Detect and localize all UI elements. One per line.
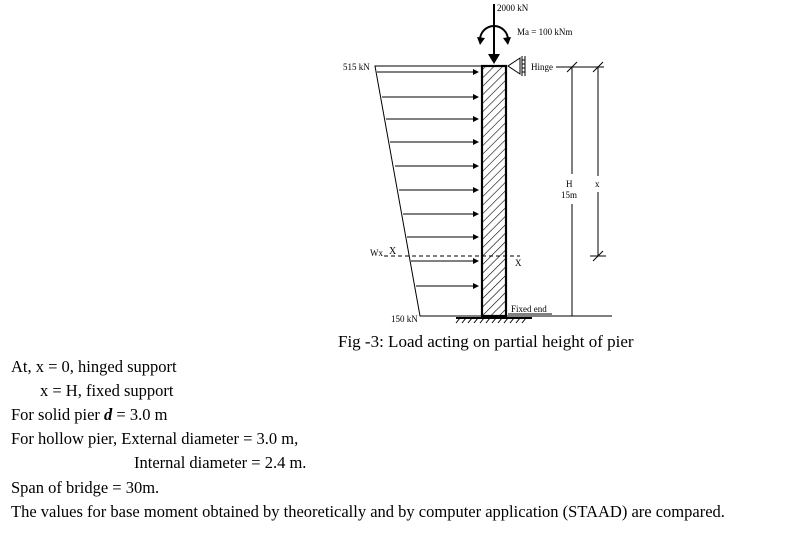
text-line-comparison: The values for base moment obtained by t… — [11, 502, 725, 521]
pier-column — [480, 64, 508, 318]
fixed-base-ground — [455, 317, 532, 324]
solid-pier-value: = 3.0 m — [116, 405, 168, 424]
section-x-left-label: X — [389, 246, 397, 257]
dimension-x — [590, 61, 606, 262]
fixed-end-label: Fixed end — [511, 304, 547, 314]
moment-arrow — [477, 25, 511, 45]
text-line-hollow-external: For hollow pier, External diameter = 3.0… — [11, 429, 299, 448]
text-line-hinged: At, x = 0, hinged support — [11, 357, 177, 376]
height-value-label: 15m — [561, 190, 577, 200]
moment-label: Ma = 100 kNm — [517, 27, 572, 37]
top-pressure-label: 515 kN — [343, 62, 370, 72]
load-arrows — [377, 69, 479, 289]
axial-load-arrow — [488, 4, 500, 64]
hinge-support — [507, 56, 526, 76]
hinge-label: Hinge — [531, 62, 553, 72]
height-h-label: H — [566, 179, 573, 189]
bottom-pressure-label: 150 kN — [391, 314, 418, 324]
solid-pier-prefix: For solid pier — [11, 405, 100, 424]
figure-caption: Fig -3: Load acting on partial height of… — [338, 332, 634, 351]
text-line-fixed: x = H, fixed support — [40, 381, 174, 400]
pier-load-diagram: 2000 kN Ma = 100 kNm Hinge 515 kN 150 kN… — [343, 3, 612, 324]
section-x-right-label: X — [515, 258, 522, 268]
top-load-label: 2000 kN — [497, 3, 529, 13]
wx-label: Wx — [370, 248, 383, 258]
text-line-hollow-internal: Internal diameter = 2.4 m. — [134, 453, 307, 472]
x-dimension-label: x — [595, 179, 600, 189]
dimension-h — [566, 61, 578, 316]
text-line-solid-pier: For solid pier d = 3.0 m — [11, 405, 167, 425]
solid-pier-d-symbol: d — [104, 405, 113, 424]
text-line-span: Span of bridge = 30m. — [11, 478, 160, 497]
load-profile-outline — [374, 65, 482, 317]
